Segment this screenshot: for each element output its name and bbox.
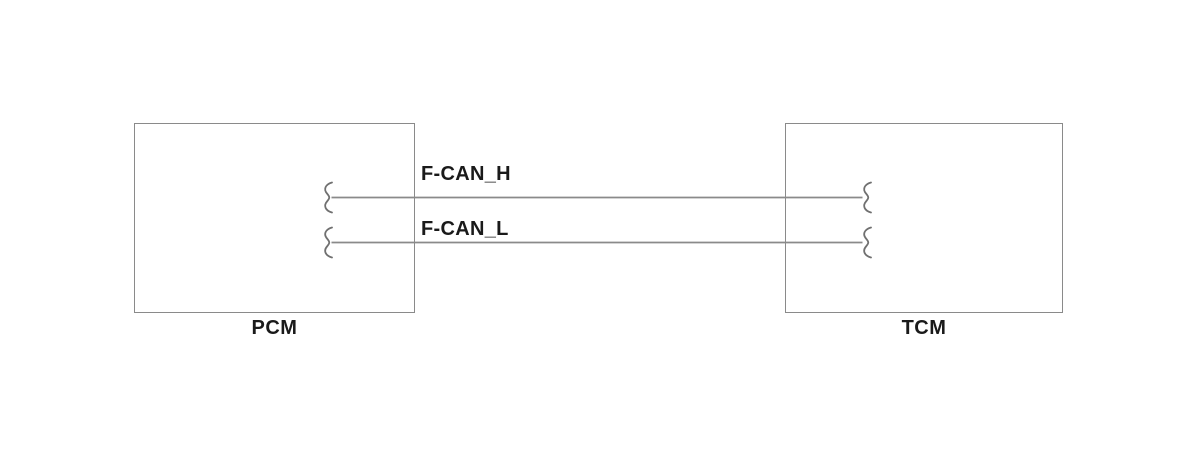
node-pcm-box <box>134 123 415 313</box>
node-label-pcm: PCM <box>251 317 298 339</box>
node-tcm-box <box>785 123 1063 313</box>
node-label-tcm: TCM <box>901 317 947 339</box>
wire-label-f-can-l: F-CAN_L <box>421 218 509 240</box>
wire-label-f-can-h: F-CAN_H <box>421 163 511 185</box>
